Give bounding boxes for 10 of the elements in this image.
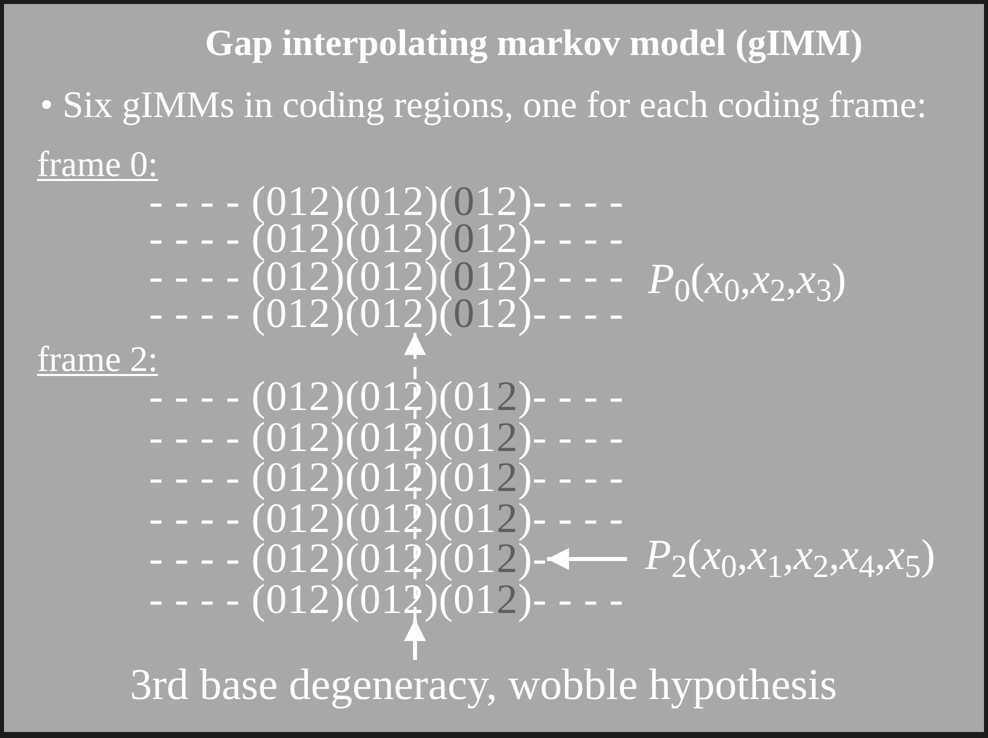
annotation-text: 3rd base degeneracy, wobble hypothesis — [130, 660, 838, 710]
formula-text: P$_{0}$(x$_{0}$,x$_{2}$,x$_{3}$) — [648, 256, 846, 304]
bullet-text: • Six gIMMs in coding regions, one for each coding frame: — [40, 85, 927, 127]
frame-label: frame 2: — [37, 341, 158, 377]
title: Gap interpolating markov model (gIMM) — [205, 23, 863, 65]
arrow — [547, 548, 627, 570]
frame-label: frame 0: — [37, 146, 158, 182]
formula-text: P$_{2}$(x$_{0}$,x$_{1}$,x$_{2}$,x$_{4}$,x$_{5}$) — [645, 532, 936, 580]
arrow — [404, 619, 426, 660]
dashed-arrow — [404, 333, 426, 619]
